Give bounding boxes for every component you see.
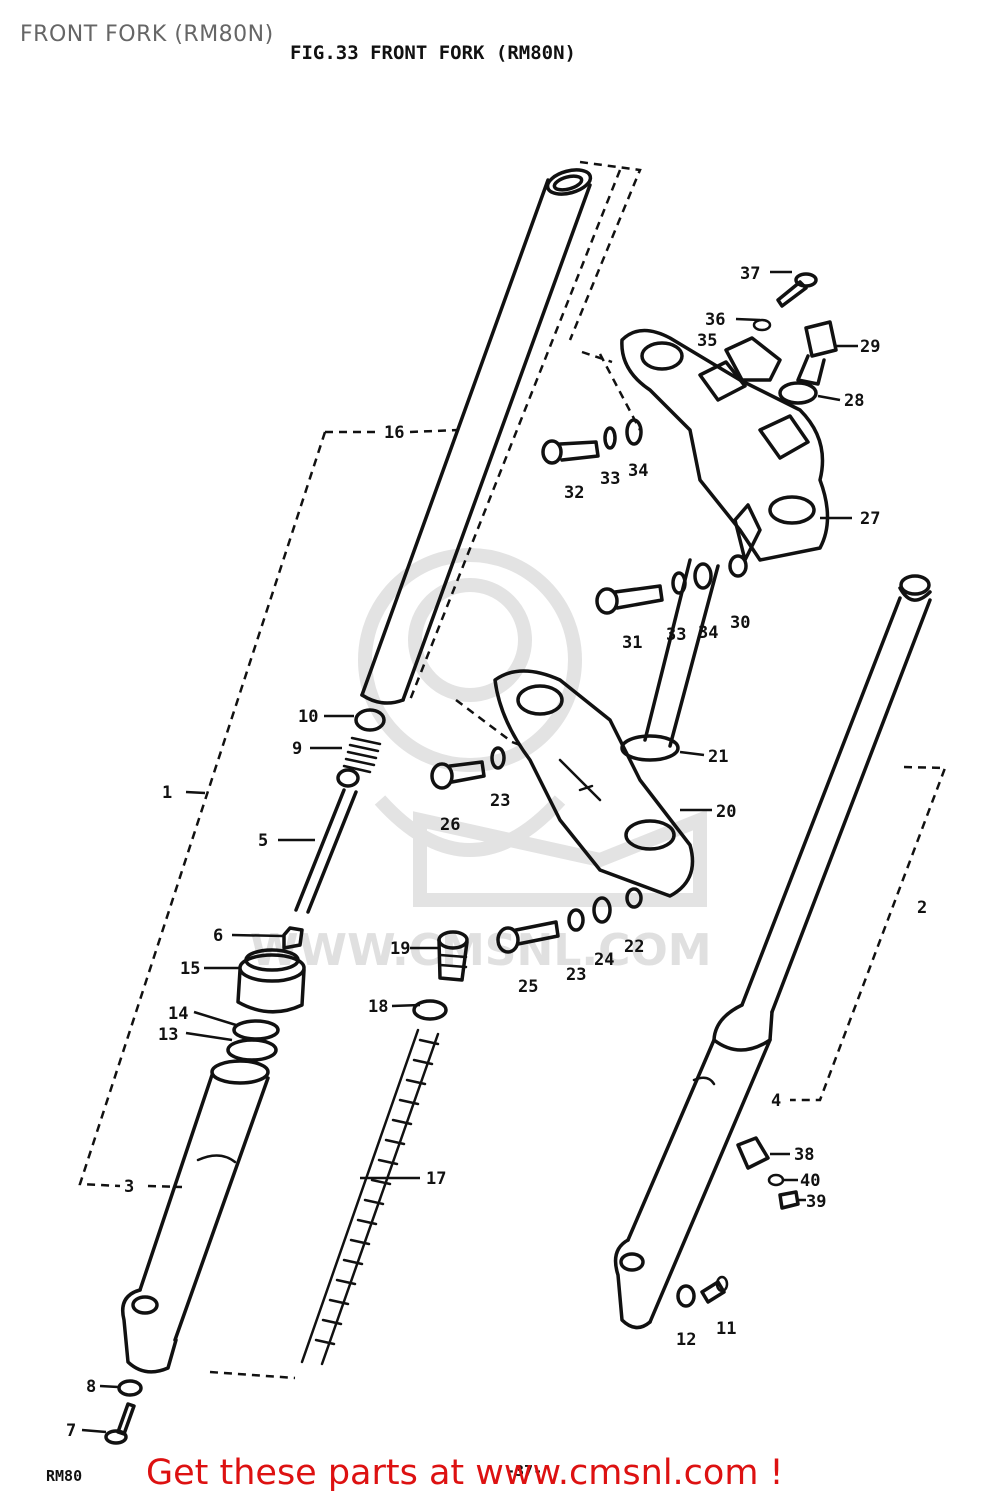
callout-36: 36 xyxy=(705,310,725,330)
washer-12 xyxy=(676,1284,696,1308)
parts-banner-link[interactable]: Get these parts at www.cmsnl.com ! xyxy=(146,1453,784,1493)
seal-rings-13-14 xyxy=(226,1019,280,1062)
screw-39 xyxy=(778,1190,800,1210)
fork-spring-17 xyxy=(300,999,448,1366)
callout-39: 39 xyxy=(806,1192,826,1212)
bolt-31 xyxy=(595,584,664,615)
callout-2: 2 xyxy=(917,898,927,918)
washer-34-lower xyxy=(693,562,713,590)
callout-18: 18 xyxy=(368,997,388,1017)
callout-30: 30 xyxy=(730,613,750,633)
bolt-26 xyxy=(430,760,486,790)
washer-28 xyxy=(778,381,818,405)
washer-23-lower xyxy=(567,908,585,932)
washer-36 xyxy=(752,318,772,332)
page-title: FRONT FORK (RM80N) xyxy=(20,22,274,47)
clamp-35 xyxy=(724,336,782,382)
upper-bracket-27 xyxy=(620,328,830,562)
washer-23-upper xyxy=(490,746,506,770)
callout-9: 9 xyxy=(292,739,302,759)
callout-29: 29 xyxy=(860,337,880,357)
callout-40: 40 xyxy=(800,1171,820,1191)
washer-33-upper xyxy=(603,426,617,450)
callout-8: 8 xyxy=(86,1377,96,1397)
callout-14: 14 xyxy=(168,1004,188,1024)
callout-34-a: 34 xyxy=(628,461,648,481)
bolt-25 xyxy=(496,920,560,954)
leader-lines xyxy=(78,160,947,1434)
cap-bolt-19 xyxy=(437,930,469,982)
outer-tube-right-4 xyxy=(613,1003,774,1330)
callout-10: 10 xyxy=(298,707,318,727)
rebound-spring-9 xyxy=(336,736,382,788)
bolt-37 xyxy=(776,272,818,308)
callout-25: 25 xyxy=(518,977,538,997)
damper-rod-5 xyxy=(294,788,358,914)
bolt-32 xyxy=(541,439,600,465)
washer-8 xyxy=(117,1379,143,1397)
inner-tube-16 xyxy=(360,168,593,705)
figure-title: FIG.33 FRONT FORK (RM80N) xyxy=(290,42,576,64)
watermark-text: WWW.CMSNL.COM xyxy=(250,925,712,976)
washer-34-upper xyxy=(625,418,643,446)
callout-3: 3 xyxy=(124,1177,134,1197)
page-number: -37- xyxy=(506,1462,543,1480)
callout-33-b: 33 xyxy=(666,625,686,645)
callout-labels: 1 2 3 4 5 6 7 8 9 10 11 12 13 14 15 16 1… xyxy=(66,264,927,1441)
callout-34-b: 34 xyxy=(698,623,718,643)
washer-33-lower xyxy=(671,571,687,595)
washer-24 xyxy=(592,896,612,924)
callout-12: 12 xyxy=(676,1330,696,1350)
callout-5: 5 xyxy=(258,831,268,851)
valve-38 xyxy=(736,1136,770,1170)
callout-21: 21 xyxy=(708,747,728,767)
callout-20: 20 xyxy=(716,802,736,822)
callout-13: 13 xyxy=(158,1025,178,1045)
o-ring-40 xyxy=(767,1173,785,1187)
callout-35: 35 xyxy=(697,331,717,351)
callout-28: 28 xyxy=(844,391,864,411)
callout-27: 27 xyxy=(860,509,880,529)
callout-7: 7 xyxy=(66,1421,76,1441)
callout-11: 11 xyxy=(716,1319,736,1339)
lower-bracket-20 xyxy=(493,669,695,898)
callout-33-a: 33 xyxy=(600,469,620,489)
callout-23-a: 23 xyxy=(490,791,510,811)
bolt-11 xyxy=(700,1275,729,1304)
ring-10 xyxy=(354,708,386,732)
bolt-7 xyxy=(104,1402,136,1445)
callout-6: 6 xyxy=(213,926,223,946)
washer-30 xyxy=(728,554,748,578)
callout-16: 16 xyxy=(384,423,404,443)
model-mark: RM80 xyxy=(46,1467,83,1485)
callout-26: 26 xyxy=(440,815,460,835)
callout-38: 38 xyxy=(794,1145,814,1165)
callout-31: 31 xyxy=(622,633,642,653)
callout-32: 32 xyxy=(564,483,584,503)
callout-37: 37 xyxy=(740,264,760,284)
inner-tube-right-2 xyxy=(740,574,932,1014)
callout-19: 19 xyxy=(390,939,410,959)
callout-1: 1 xyxy=(162,783,172,803)
callout-24: 24 xyxy=(594,950,614,970)
callout-15: 15 xyxy=(180,959,200,979)
callout-17: 17 xyxy=(426,1169,446,1189)
washer-22 xyxy=(625,887,643,909)
bolt-29 xyxy=(796,320,838,386)
outer-tube-left-3 xyxy=(121,1059,270,1374)
callout-22: 22 xyxy=(624,937,644,957)
callout-23-b: 23 xyxy=(566,965,586,985)
callout-4: 4 xyxy=(771,1091,781,1111)
